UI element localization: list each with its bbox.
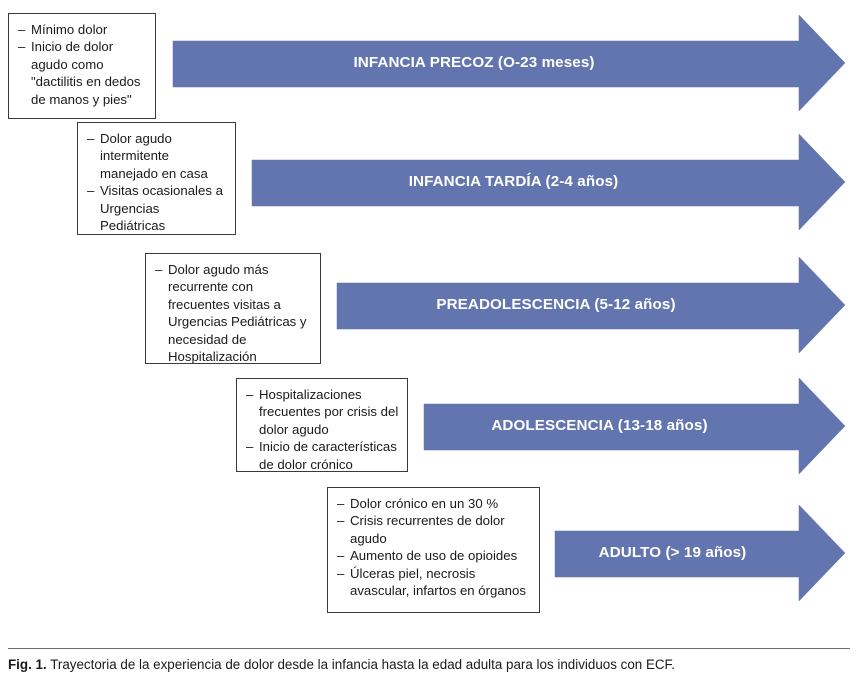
callout-adulto: Dolor crónico en un 30 % Crisis recurren… xyxy=(327,487,540,613)
arrow-shape xyxy=(554,504,846,602)
figure-number: Fig. 1. xyxy=(8,657,47,672)
list-item: Aumento de uso de opioides xyxy=(337,547,531,565)
callout-bullet-list: Dolor agudo intermitente manejado en cas… xyxy=(87,130,227,234)
list-item: Mínimo dolor xyxy=(18,21,147,39)
list-item: Dolor crónico en un 30 % xyxy=(337,495,531,513)
list-item: Inicio de características de dolor cróni… xyxy=(246,438,399,473)
list-item: Crisis recurrentes de dolor agudo xyxy=(337,512,531,547)
arrow-shape xyxy=(336,256,846,354)
arrow-adulto: ADULTO (> 19 años) xyxy=(554,504,846,602)
callout-bullet-list: Dolor agudo más recurrente con frecuente… xyxy=(155,261,312,365)
figure-caption: Fig. 1. Trayectoria de la experiencia de… xyxy=(8,656,850,674)
callout-adolescencia: Hospitalizaciones frecuentes por crisis … xyxy=(236,378,408,472)
figure-caption-text: Trayectoria de la experiencia de dolor d… xyxy=(50,657,675,672)
arrow-adolescencia: ADOLESCENCIA (13-18 años) xyxy=(423,377,846,475)
callout-infancia-precoz: Mínimo dolor Inicio de dolor agudo como … xyxy=(8,13,156,119)
callout-bullet-list: Dolor crónico en un 30 % Crisis recurren… xyxy=(337,495,531,599)
arrow-shape xyxy=(423,377,846,475)
list-item: Visitas ocasionales a Urgencias Pediátri… xyxy=(87,182,227,234)
arrow-shape xyxy=(251,133,846,231)
list-item: Hospitalizaciones frecuentes por crisis … xyxy=(246,386,399,438)
arrow-infancia-precoz: INFANCIA PRECOZ (O-23 meses) xyxy=(172,14,846,112)
caption-divider xyxy=(8,648,850,649)
callout-preadolescencia: Dolor agudo más recurrente con frecuente… xyxy=(145,253,321,364)
list-item: Inicio de dolor agudo como "dactilitis e… xyxy=(18,38,147,108)
arrow-shape xyxy=(172,14,846,112)
callout-bullet-list: Mínimo dolor Inicio de dolor agudo como … xyxy=(18,21,147,108)
list-item: Dolor agudo más recurrente con frecuente… xyxy=(155,261,312,365)
callout-bullet-list: Hospitalizaciones frecuentes por crisis … xyxy=(246,386,399,473)
arrow-infancia-tardia: INFANCIA TARDÍA (2-4 años) xyxy=(251,133,846,231)
arrow-preadolescencia: PREADOLESCENCIA (5-12 años) xyxy=(336,256,846,354)
list-item: Úlceras piel, necrosis avascular, infart… xyxy=(337,565,531,600)
list-item: Dolor agudo intermitente manejado en cas… xyxy=(87,130,227,182)
callout-infancia-tardia: Dolor agudo intermitente manejado en cas… xyxy=(77,122,236,235)
